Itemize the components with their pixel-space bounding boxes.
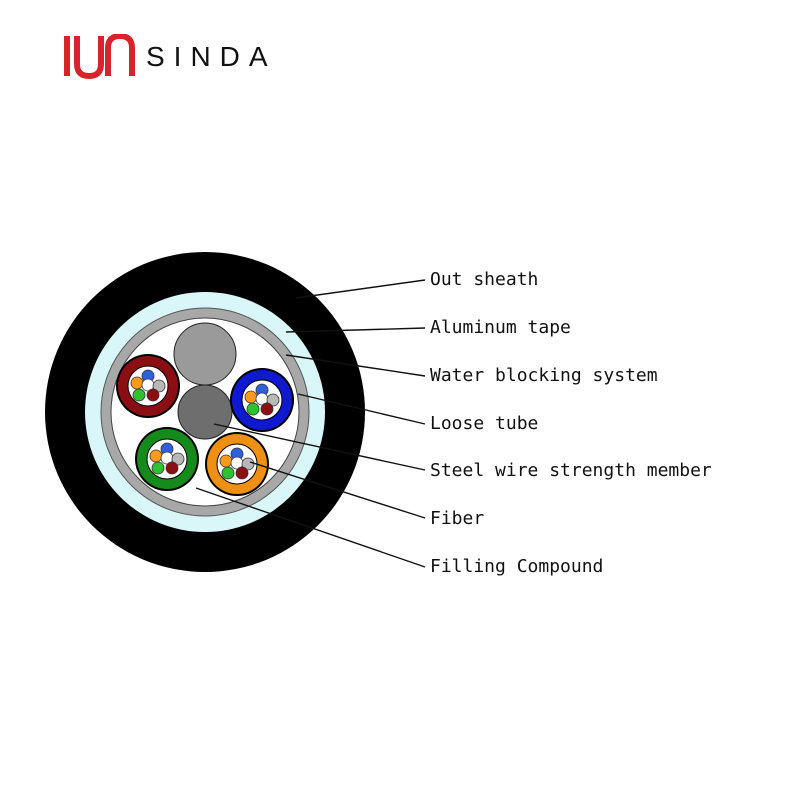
fiber bbox=[152, 379, 166, 393]
fiber bbox=[132, 388, 146, 402]
loose-tube-green bbox=[135, 427, 199, 491]
fiber bbox=[246, 402, 260, 416]
brand-name: SINDA bbox=[146, 41, 277, 72]
leader-line bbox=[285, 354, 426, 377]
leader-line bbox=[195, 487, 426, 568]
label-out-sheath: Out sheath bbox=[430, 269, 539, 290]
leader-line bbox=[285, 327, 426, 333]
leader-lines-front bbox=[195, 279, 426, 568]
fiber bbox=[221, 466, 235, 480]
fiber bbox=[244, 390, 258, 404]
filler-rod bbox=[173, 322, 237, 386]
leader-line bbox=[249, 461, 426, 519]
steel-wire-strength-member bbox=[177, 384, 233, 440]
sinda-logo-icon bbox=[64, 34, 135, 80]
loose-tube-blue bbox=[230, 368, 294, 432]
label-aluminum-tape: Aluminum tape bbox=[430, 317, 571, 338]
fiber bbox=[146, 388, 160, 402]
fiber bbox=[219, 454, 233, 468]
leader-line bbox=[297, 393, 426, 425]
fiber bbox=[235, 466, 249, 480]
fiber bbox=[171, 452, 185, 466]
fiber bbox=[149, 449, 163, 463]
label-fiber: Fiber bbox=[430, 508, 485, 529]
loose-tube-orange bbox=[205, 432, 269, 496]
label-filling-compound: Filling Compound bbox=[430, 556, 604, 577]
fiber bbox=[260, 402, 274, 416]
label-steel-wire-strength-member: Steel wire strength member bbox=[430, 460, 712, 481]
label-loose-tube: Loose tube bbox=[430, 413, 539, 434]
loose-tube-red bbox=[116, 354, 180, 418]
fiber bbox=[165, 461, 179, 475]
logo: SINDA bbox=[64, 34, 277, 80]
label-water-blocking-system: Water blocking system bbox=[430, 365, 658, 386]
fiber bbox=[151, 461, 165, 475]
leader-line bbox=[295, 279, 426, 299]
fiber bbox=[130, 376, 144, 390]
fiber bbox=[266, 393, 280, 407]
loose-tubes bbox=[116, 354, 294, 496]
leader-line bbox=[213, 423, 426, 471]
